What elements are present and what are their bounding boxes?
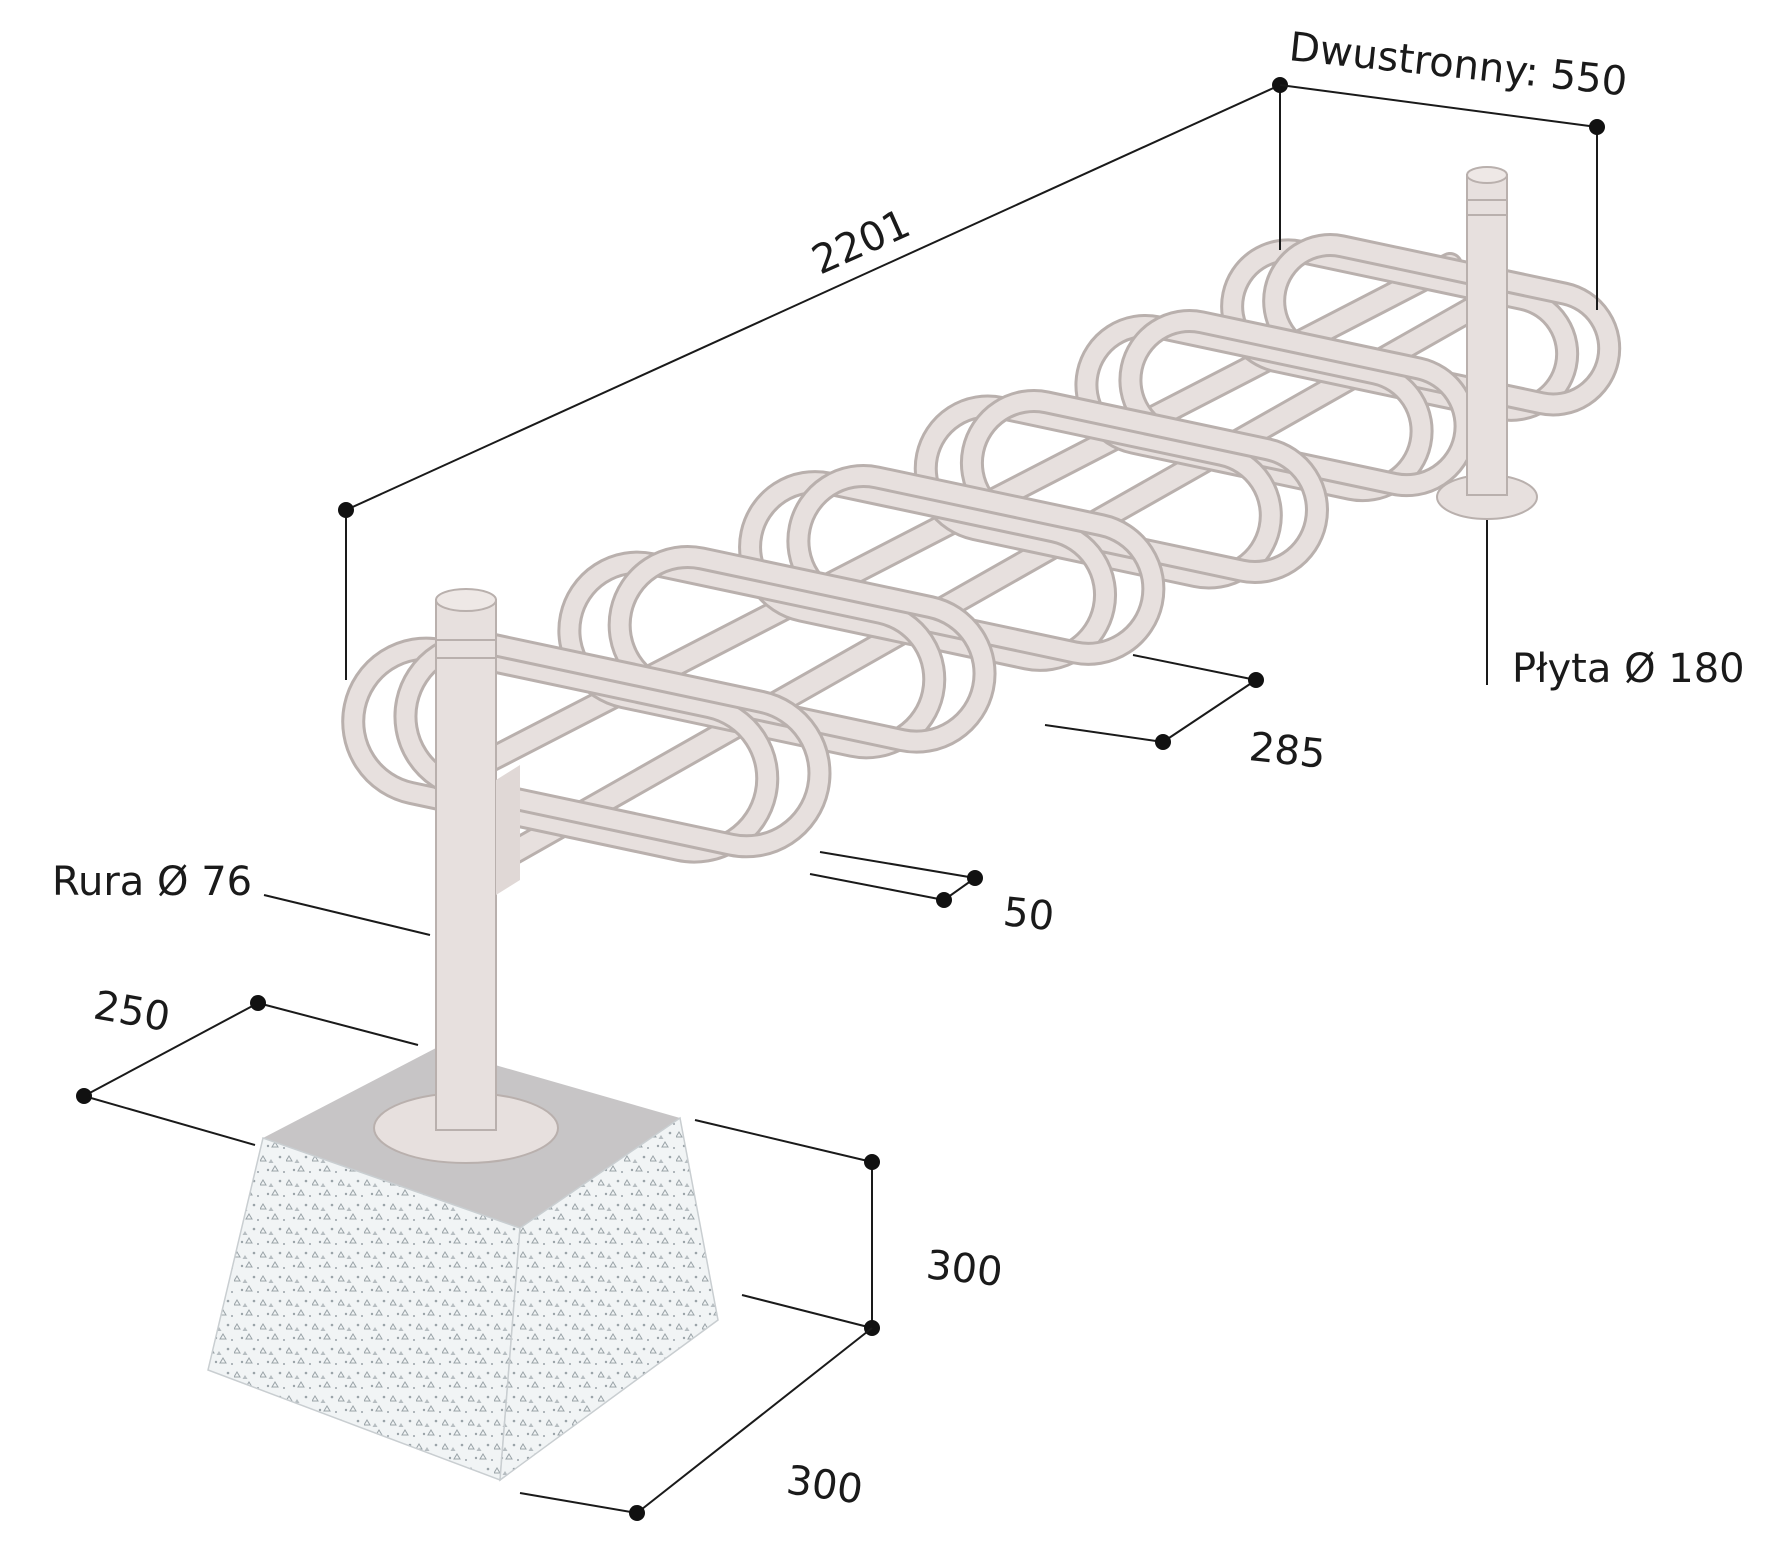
base-depth-label: 300 bbox=[784, 1457, 866, 1513]
base-width-label: 250 bbox=[90, 983, 173, 1042]
tube-gap-label: 50 bbox=[1001, 889, 1056, 940]
right-post bbox=[1436, 166, 1538, 520]
loop-pair-2 bbox=[557, 544, 997, 760]
loop-pair-1 bbox=[341, 631, 832, 864]
pipe-label: Rura Ø 76 bbox=[52, 859, 252, 905]
concrete-base-right-face bbox=[499, 1116, 719, 1482]
dimension-lines bbox=[76, 77, 1605, 1521]
plate-label: Płyta Ø 180 bbox=[1512, 646, 1745, 692]
left-post bbox=[373, 588, 559, 1164]
base-height-label: 300 bbox=[924, 1242, 1005, 1296]
length-label: 2201 bbox=[805, 201, 917, 284]
loop-spacing-label: 285 bbox=[1247, 724, 1328, 778]
concrete-base bbox=[207, 1048, 719, 1482]
